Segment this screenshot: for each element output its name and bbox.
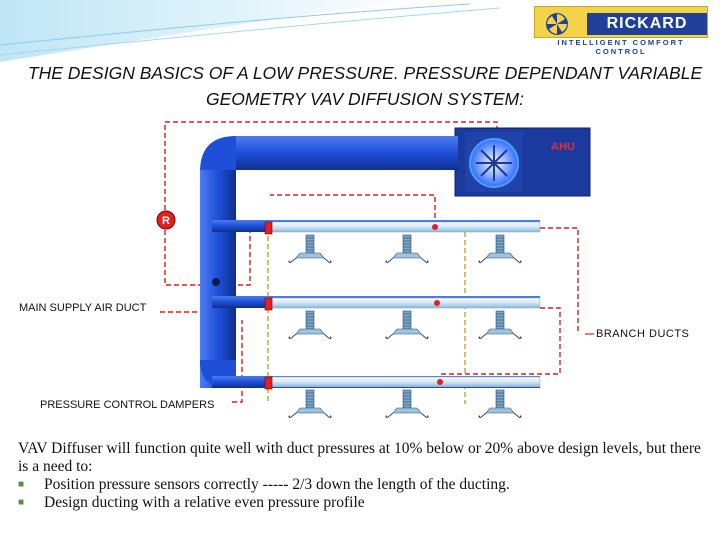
bullet-item-1: ■ Position pressure sensors correctly --…	[18, 476, 708, 494]
damper-2	[264, 297, 273, 311]
page-title: THE DESIGN BASICS OF A LOW PRESSURE. PRE…	[10, 60, 720, 112]
title-line-2: GEOMETRY VAV DIFFUSION SYSTEM:	[206, 89, 524, 109]
pressure-sensor-2	[434, 300, 440, 306]
diffusers-row-3	[287, 389, 523, 418]
vav-diagram: AHU R MAIN SUPPLY AIR DU	[19, 121, 689, 418]
logo-box: RICKARD	[534, 6, 708, 38]
bullet-item-2: ■ Design ducting with a relative even pr…	[18, 494, 708, 512]
ahu-label: AHU	[551, 141, 575, 153]
main-duct-label: MAIN SUPPLY AIR DUCT	[19, 302, 147, 314]
damper-1	[264, 221, 273, 235]
branch-duct-3	[271, 376, 541, 388]
title-line-1: THE DESIGN BASICS OF A LOW PRESSURE. PRE…	[27, 63, 703, 83]
header-swoosh	[0, 0, 501, 62]
controller-r-icon	[156, 210, 176, 230]
fan-logo-icon	[546, 13, 568, 35]
bullet-text-2: Design ducting with a relative even pres…	[44, 494, 365, 511]
bullet-text-1: Position pressure sensors correctly ----…	[44, 476, 510, 493]
controller-r-label: R	[162, 215, 170, 227]
bullet-square-icon: ■	[18, 497, 25, 508]
bullet-square-icon: ■	[18, 479, 25, 490]
damper-3	[264, 376, 273, 390]
pressure-sensor-1	[432, 224, 438, 230]
branch-duct-2	[271, 297, 541, 309]
logo-brand: RICKARD	[587, 13, 707, 35]
diffusers-row-2	[287, 310, 523, 340]
diffusers-row-1	[287, 234, 523, 264]
dampers-label: PRESSURE CONTROL DAMPERS	[40, 399, 214, 411]
pressure-sensor-3	[437, 379, 443, 385]
logo-tagline: INTELLIGENT COMFORT CONTROL	[557, 38, 685, 56]
branch-ducts-label: BRANCH DUCTS	[596, 328, 689, 340]
intro-text: VAV Diffuser will function quite well wi…	[18, 440, 701, 475]
rickard-logo: RICKARD INTELLIGENT COMFORT CONTROL	[530, 4, 710, 56]
branch-duct-1	[271, 221, 541, 233]
body-text: VAV Diffuser will function quite well wi…	[18, 440, 708, 512]
